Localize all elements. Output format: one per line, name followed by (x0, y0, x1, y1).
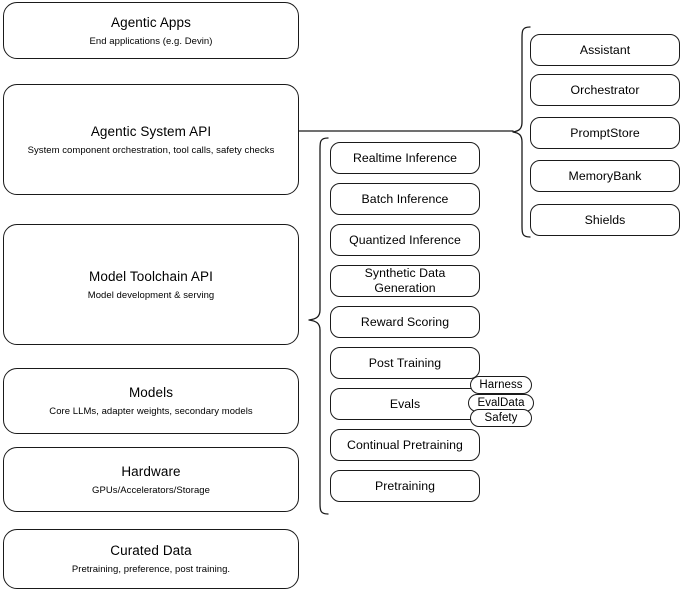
toolchain-item-reward-scoring[interactable]: Reward Scoring (330, 306, 480, 338)
toolchain-item-pretraining[interactable]: Pretraining (330, 470, 480, 502)
agentic-component-promptstore[interactable]: PromptStore (530, 117, 680, 149)
layer-subtitle: End applications (e.g. Devin) (89, 35, 213, 47)
agentic-component-assistant[interactable]: Assistant (530, 34, 680, 66)
brace-agentic-components (512, 26, 531, 238)
eval-tag-safety[interactable]: Safety (470, 409, 532, 427)
eval-tag-harness[interactable]: Harness (470, 376, 532, 394)
brace-model-toolchain-capabilities (308, 137, 329, 515)
layer-title: Agentic Apps (110, 14, 191, 30)
layer-agentic-apps[interactable]: Agentic Apps End applications (e.g. Devi… (3, 2, 299, 59)
layer-title: Hardware (121, 463, 181, 479)
toolchain-item-realtime-inference[interactable]: Realtime Inference (330, 142, 480, 174)
toolchain-item-continual-pretraining[interactable]: Continual Pretraining (330, 429, 480, 461)
layer-agentic-system-api[interactable]: Agentic System API System component orch… (3, 84, 299, 195)
layer-hardware[interactable]: Hardware GPUs/Accelerators/Storage (3, 447, 299, 512)
layer-title: Models (128, 385, 174, 400)
layer-curated-data[interactable]: Curated Data Pretraining, preference, po… (3, 529, 299, 589)
agentic-component-orchestrator[interactable]: Orchestrator (530, 74, 680, 106)
agentic-component-memorybank[interactable]: MemoryBank (530, 160, 680, 192)
toolchain-item-quantized-inference[interactable]: Quantized Inference (330, 224, 480, 256)
layer-title: Agentic System API (90, 123, 212, 139)
layer-subtitle: GPUs/Accelerators/Storage (92, 484, 210, 496)
toolchain-item-batch-inference[interactable]: Batch Inference (330, 183, 480, 215)
layer-models[interactable]: Models Core LLMs, adapter weights, secon… (3, 368, 299, 434)
agentic-component-shields[interactable]: Shields (530, 204, 680, 236)
layer-title: Model Toolchain API (89, 268, 213, 284)
layer-subtitle: Model development & serving (87, 289, 215, 301)
toolchain-item-synthetic-data-generation[interactable]: Synthetic Data Generation (330, 265, 480, 297)
layer-title: Curated Data (110, 543, 192, 558)
toolchain-item-evals[interactable]: Evals (330, 388, 480, 420)
eval-tag-evaldata[interactable]: EvalData (468, 394, 534, 412)
layer-subtitle: System component orchestration, tool cal… (27, 144, 275, 156)
layer-subtitle: Pretraining, preference, post training. (71, 564, 231, 575)
connector-agentic-system-to-agentic-components (298, 130, 514, 132)
toolchain-item-post-training[interactable]: Post Training (330, 347, 480, 379)
layer-subtitle: Core LLMs, adapter weights, secondary mo… (49, 406, 253, 417)
layer-model-toolchain-api[interactable]: Model Toolchain API Model development & … (3, 224, 299, 345)
